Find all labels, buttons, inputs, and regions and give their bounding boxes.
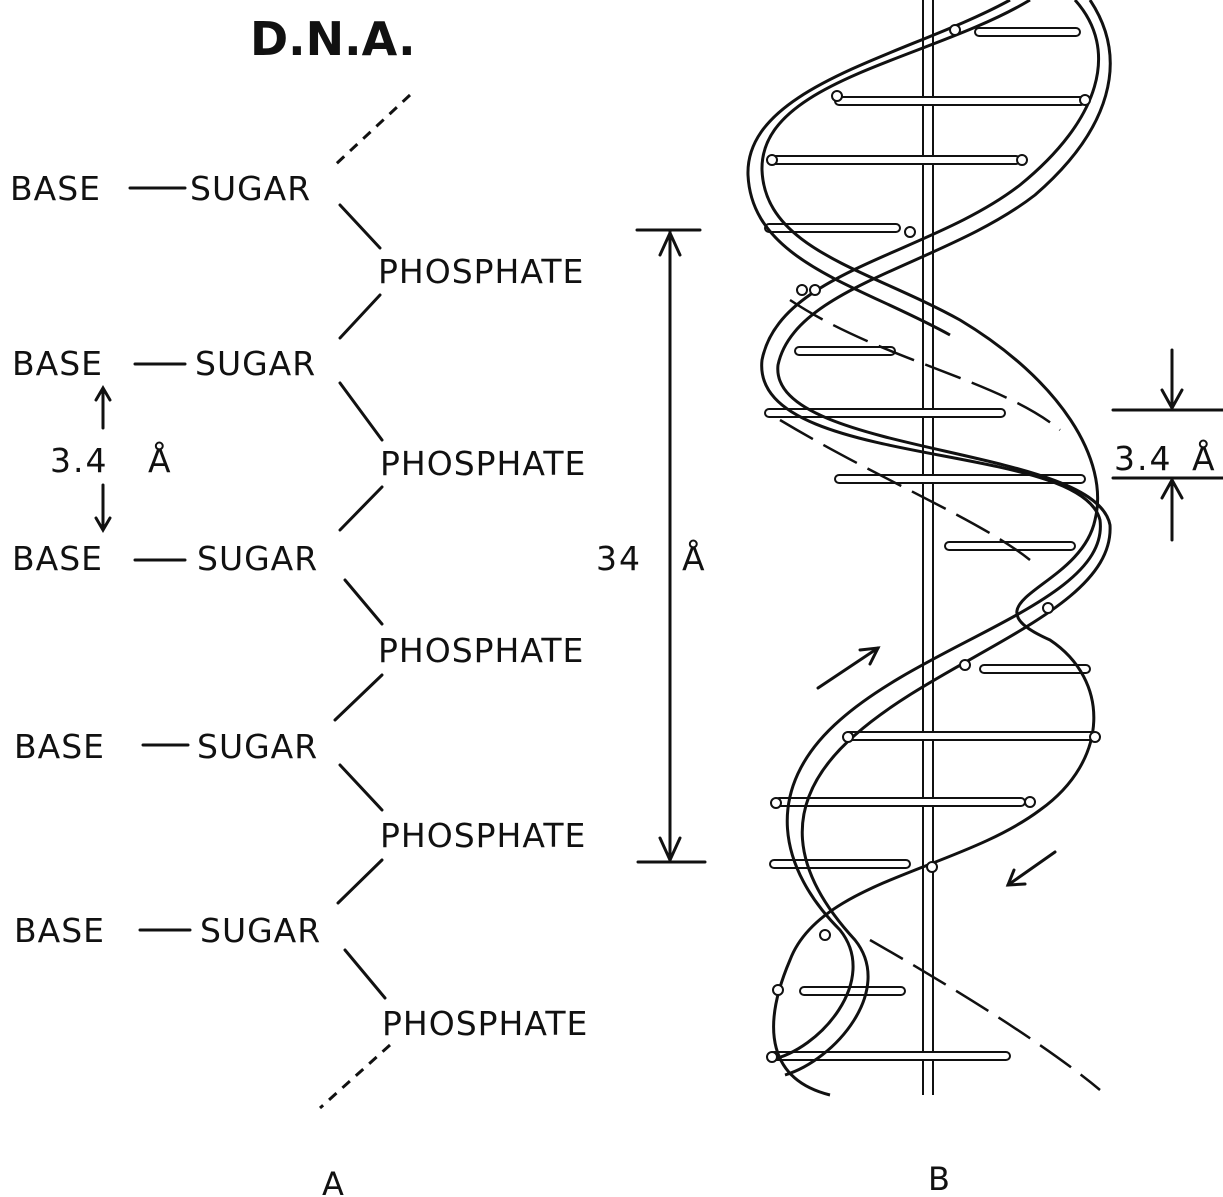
panel-a-chain: BASE SUGAR PHOSPHATE BASE SUGAR PHOSPHAT… — [10, 93, 588, 1110]
backbone-bond — [343, 948, 387, 1000]
helix-pitch-unit: Å — [682, 538, 707, 578]
backbone-bond — [338, 763, 384, 812]
panel-b-label: B — [928, 1160, 950, 1197]
base-spacing-dimension: 3.4 Å — [50, 385, 173, 533]
base-label-2: BASE — [12, 344, 103, 383]
figure-title: D.N.A. — [250, 12, 416, 66]
backbone-dashed-top — [333, 93, 412, 167]
strand-direction-arrows — [816, 646, 1057, 887]
backbone-bond — [338, 381, 384, 442]
backbone-bond — [338, 293, 382, 340]
sugar-label-3: SUGAR — [197, 539, 318, 578]
base-label-3: BASE — [12, 539, 103, 578]
sugar-label-1: SUGAR — [190, 169, 311, 208]
backbone-bond — [343, 578, 384, 626]
helix-strand-2 — [760, 0, 1100, 1097]
rung-spacing-dimension: 3.4 Å — [1111, 348, 1223, 542]
phosphate-label-1: PHOSPHATE — [378, 252, 584, 291]
base-spacing-number: 3.4 — [50, 441, 108, 480]
panel-a-label: A — [322, 1165, 344, 1197]
base-spacing-unit: Å — [148, 440, 173, 480]
base-label-4: BASE — [14, 727, 105, 766]
backbone-bond — [336, 858, 384, 905]
sugar-label-2: SUGAR — [195, 344, 316, 383]
rung-spacing-number: 3.4 — [1114, 439, 1172, 478]
sugar-label-5: SUGAR — [200, 911, 321, 950]
sugar-label-4: SUGAR — [197, 727, 318, 766]
phosphate-label-3: PHOSPHATE — [378, 631, 584, 670]
helix-pitch-dimension: 34 Å — [596, 228, 707, 864]
helix-strand-1 — [760, 0, 1102, 1062]
backbone-dashed-bottom — [318, 1043, 392, 1110]
backbone-bond — [333, 673, 384, 722]
phosphate-label-2: PHOSPHATE — [380, 444, 586, 483]
rung-spacing-unit: Å — [1192, 438, 1217, 478]
backbone-bond — [338, 203, 382, 250]
backbone-bond — [338, 485, 384, 532]
base-label-1: BASE — [10, 169, 101, 208]
base-label-5: BASE — [14, 911, 105, 950]
phosphate-label-4: PHOSPHATE — [380, 816, 586, 855]
phosphate-dots — [766, 24, 1101, 1063]
phosphate-label-5: PHOSPHATE — [382, 1004, 588, 1043]
helix-back-strand-dashed — [779, 298, 1101, 1091]
helix-pitch-number: 34 — [596, 539, 642, 578]
base-pair-rungs — [764, 27, 1096, 1061]
double-helix — [746, 0, 1112, 1097]
